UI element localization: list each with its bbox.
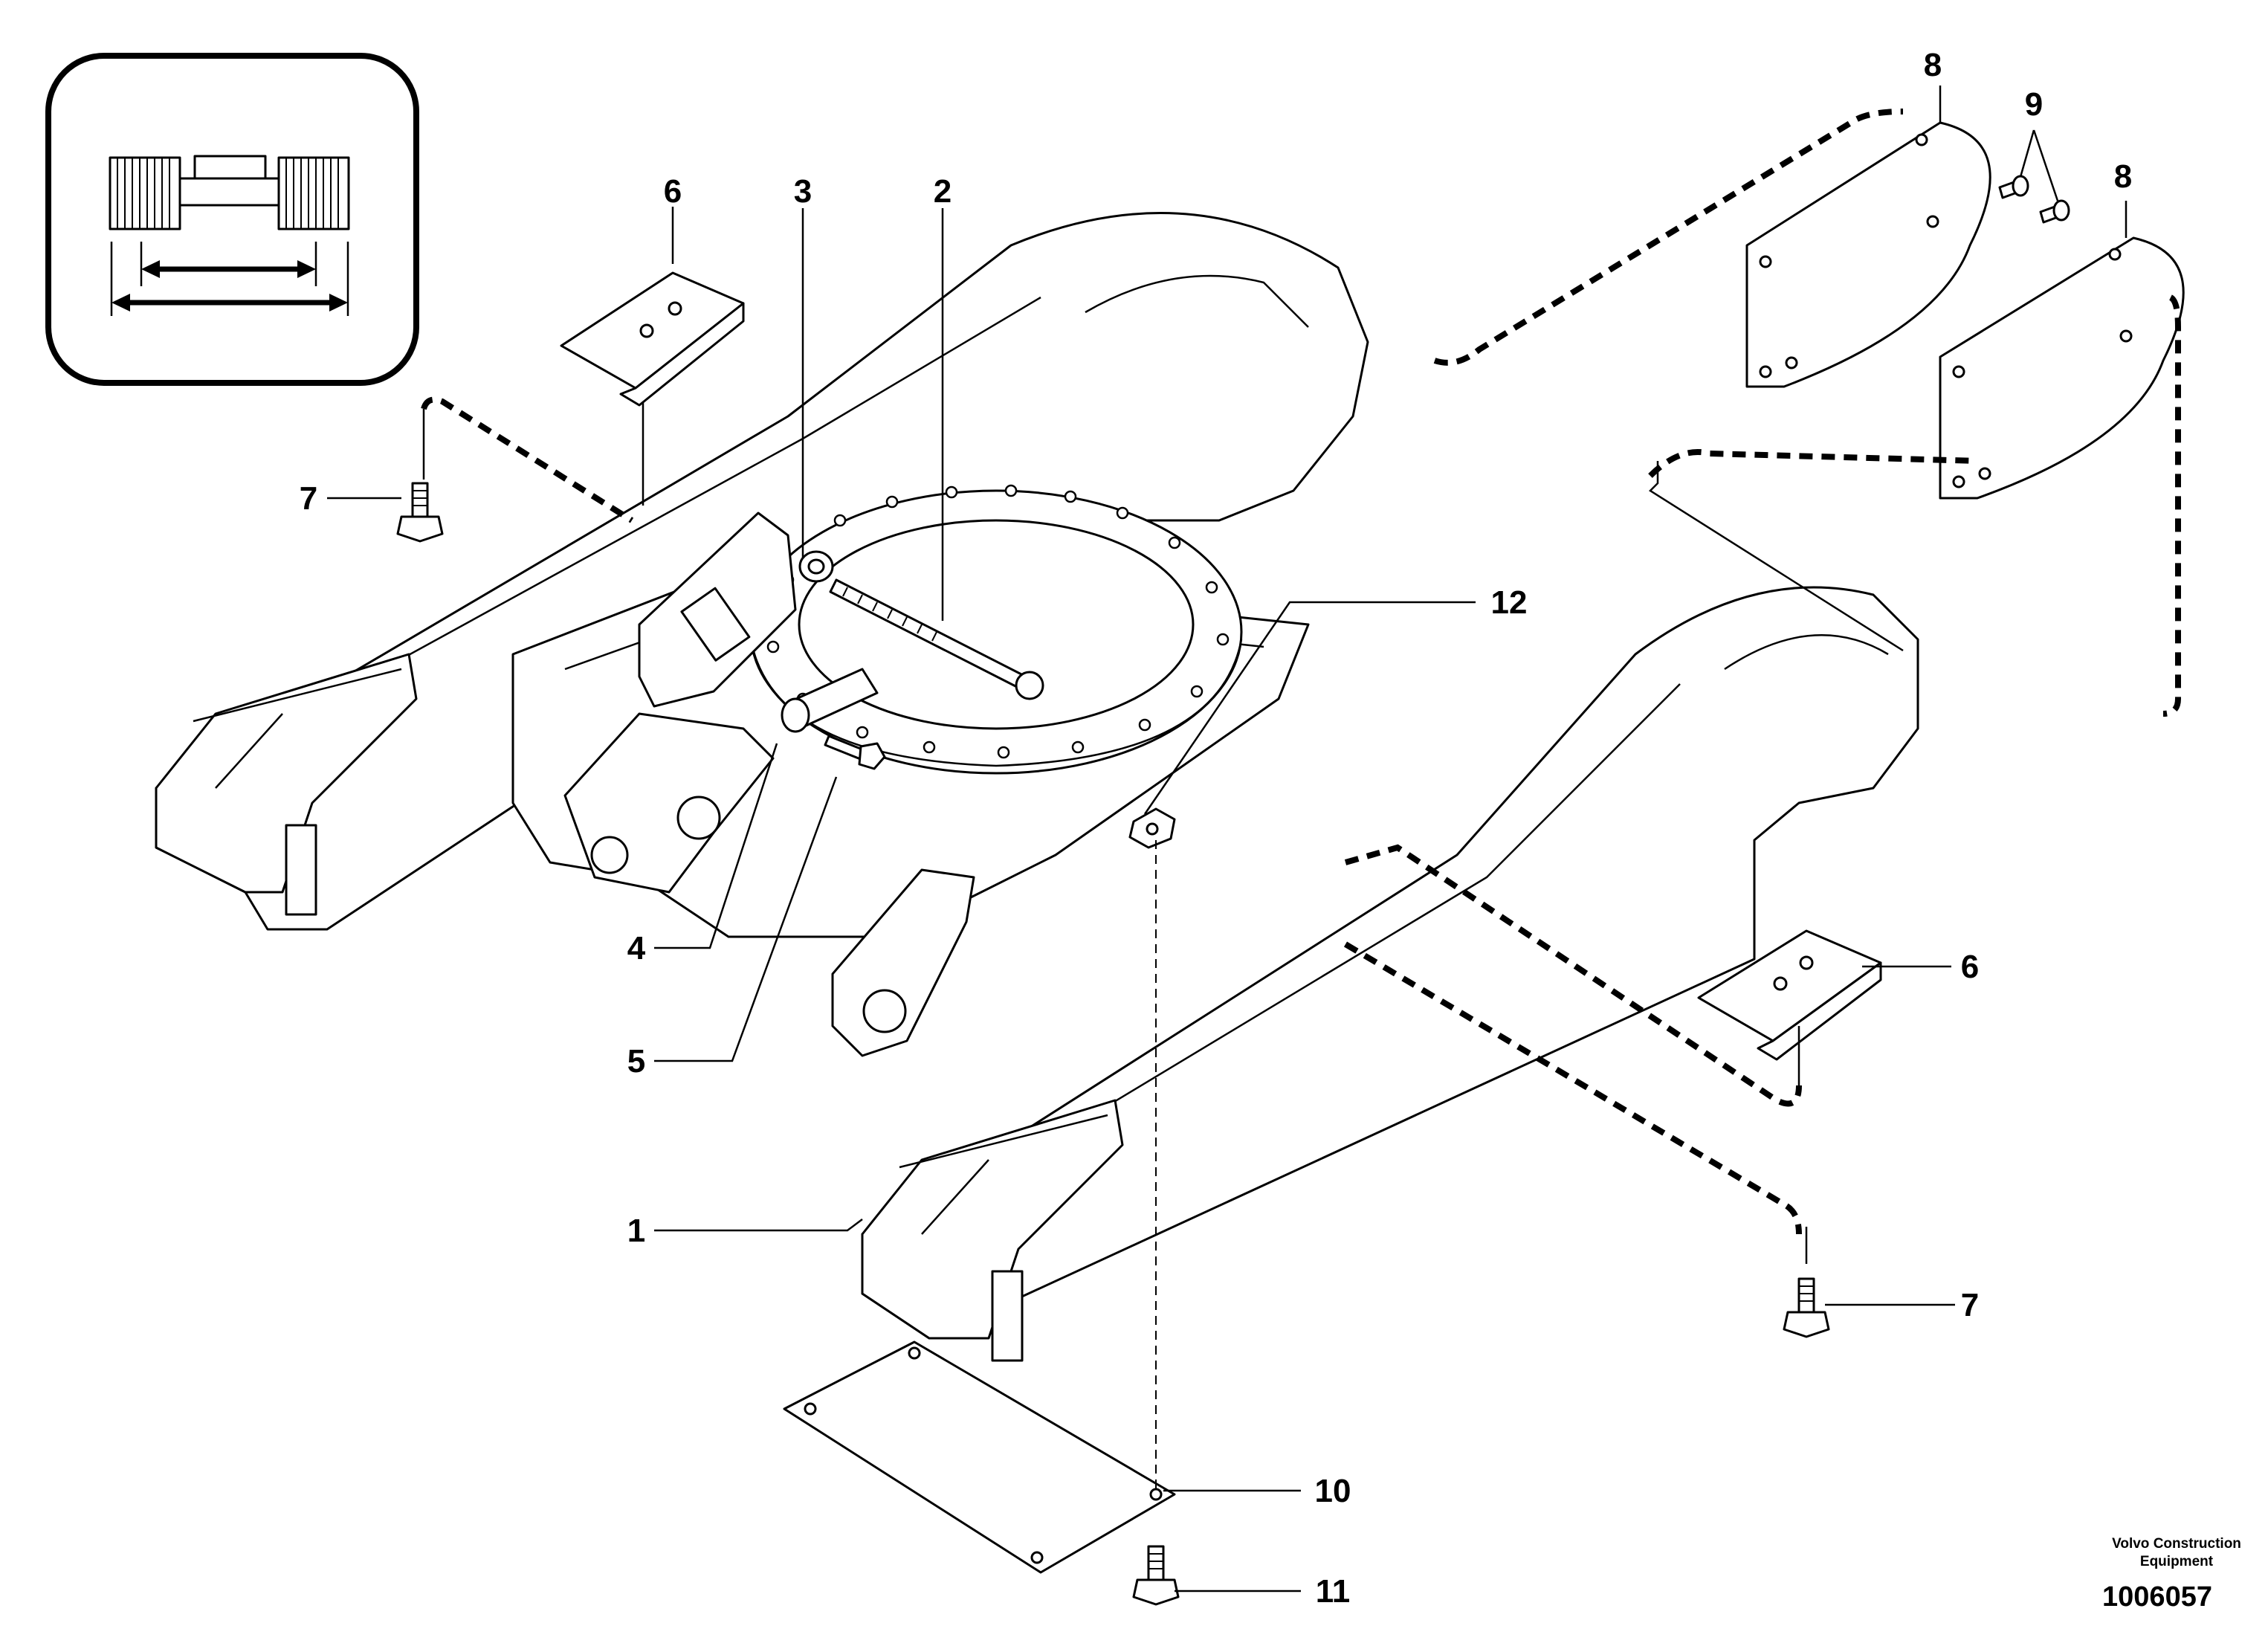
pin-bolt-part-2 [829, 578, 1044, 700]
guard-part-6-upper [560, 271, 745, 407]
callout-3: 3 [794, 173, 812, 210]
slewing-ring-mount [749, 484, 1243, 775]
inset-turntable [193, 155, 267, 180]
ring-bolt-holes [766, 484, 1230, 759]
callout-2: 2 [934, 173, 952, 210]
callout-5: 5 [627, 1043, 645, 1080]
sleeve-part-3 [798, 550, 834, 583]
flange-bolt-part-7-upper [396, 482, 444, 543]
left-track-icon [109, 156, 181, 230]
inset-frame-body [178, 177, 280, 207]
track-width-inset [45, 53, 419, 386]
bolt-part-5 [824, 735, 886, 770]
brand-line-2: Equipment [2140, 1554, 2214, 1569]
overall-width-dimension-arrow [110, 242, 349, 316]
pin-part-4 [781, 668, 879, 733]
callout-4: 4 [627, 930, 646, 967]
brand-block: Volvo Construction Equipment 1006057 [2102, 1536, 2241, 1613]
callout-11: 11 [1316, 1573, 1351, 1610]
bolt-part-11 [1132, 1545, 1180, 1606]
brand-line-1: Volvo Construction [2112, 1536, 2241, 1552]
callout-6-lower: 6 [1961, 949, 1979, 985]
clip-nut-part-12 [1128, 807, 1176, 849]
callout-1: 1 [627, 1213, 645, 1249]
undercarriage-frame [155, 212, 1919, 1362]
side-plate-part-8-left [1745, 121, 1991, 388]
assembly-thin-lines [422, 401, 1904, 1494]
callout-8-right: 8 [2114, 158, 2132, 195]
swing-bracket [638, 512, 797, 708]
gauge-dimension-arrow [140, 242, 317, 286]
callout-7-upper: 7 [300, 480, 317, 517]
callout-9: 9 [2025, 86, 2043, 123]
right-track-icon [277, 156, 350, 230]
screw-part-9-b [2039, 199, 2070, 224]
callout-8-left: 8 [1924, 47, 1942, 83]
side-plate-part-8-right [1939, 236, 2185, 500]
callout-12: 12 [1491, 584, 1528, 621]
guard-part-6-lower [1697, 929, 1882, 1061]
callout-7-lower: 7 [1961, 1287, 1979, 1323]
callout-10: 10 [1315, 1473, 1351, 1509]
screw-part-9-a [1998, 175, 2029, 199]
leader-lines [327, 85, 2128, 1592]
document-number: 1006057 [2102, 1581, 2212, 1613]
callout-6-upper: 6 [664, 173, 682, 210]
callout-labels: 1 2 3 4 5 6 6 7 7 8 8 9 10 11 12 [300, 47, 2132, 1610]
bottom-plate-part-10 [783, 1340, 1176, 1574]
flange-bolt-part-7-lower [1783, 1277, 1830, 1338]
